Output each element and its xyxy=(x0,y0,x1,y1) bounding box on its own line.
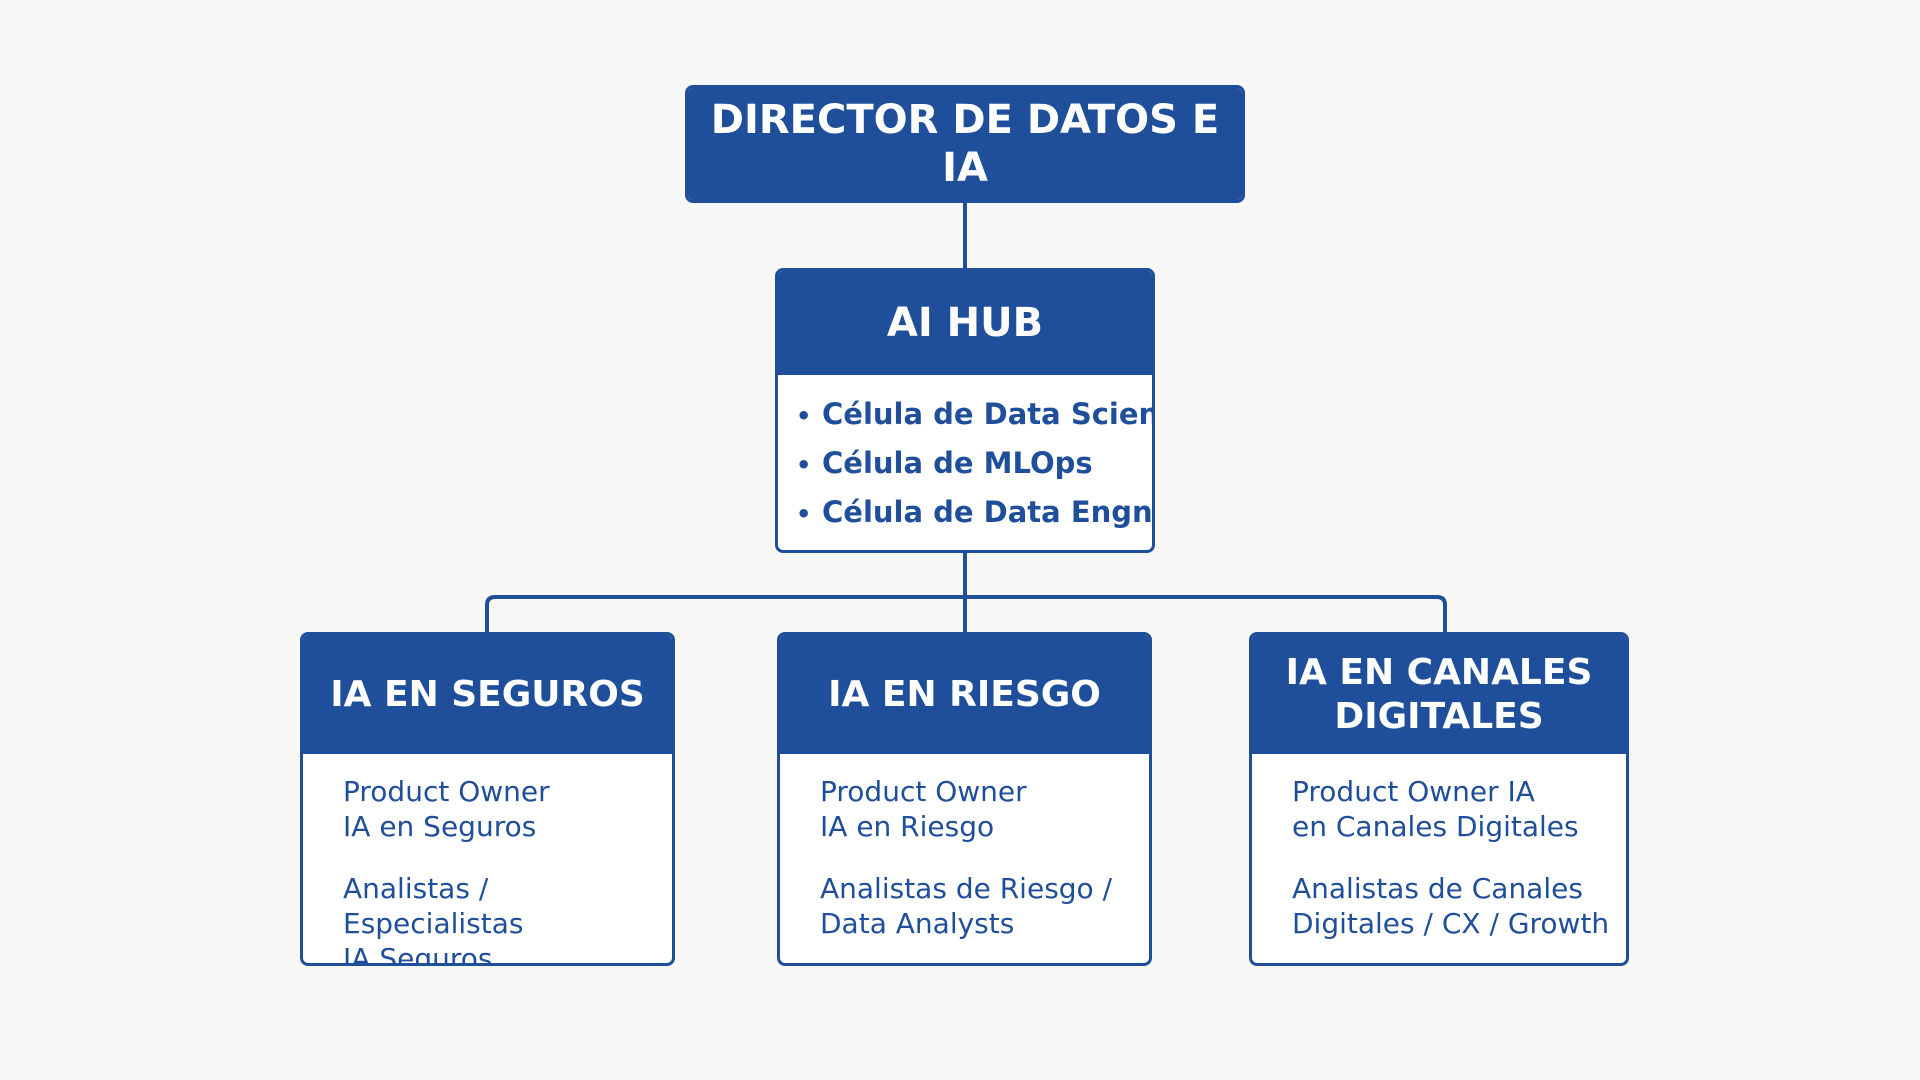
unit-roles-seguros: Product Owner IA en Seguros Analistas / … xyxy=(303,754,672,966)
director-title: DIRECTOR DE DATOS E IA xyxy=(688,88,1242,200)
role-product-owner: Product Owner IA en Seguros xyxy=(343,775,550,843)
ai-hub-cell-item: • Célula de MLOps xyxy=(796,440,1152,489)
role-analysts: Analistas de Canales Digitales / CX / Gr… xyxy=(1292,872,1610,940)
ai-hub-title: AI HUB xyxy=(778,271,1152,375)
ai-hub-cell-label: Célula de Data Science xyxy=(822,397,1152,431)
unit-title-seguros: IA EN SEGUROS xyxy=(303,635,672,754)
bullet-icon: • xyxy=(796,500,812,528)
unit-roles-riesgo: Product Owner IA en Riesgo Analistas de … xyxy=(780,754,1149,941)
unit-box-seguros: IA EN SEGUROS Product Owner IA en Seguro… xyxy=(300,632,675,966)
role-analysts: Analistas / Especialistas IA Seguros xyxy=(343,872,524,966)
ai-hub-cell-label: Célula de MLOps xyxy=(822,446,1093,480)
connector-branch xyxy=(485,595,1447,632)
role-analysts: Analistas de Riesgo / Data Analysts xyxy=(820,872,1113,940)
role-product-owner: Product Owner IA en Canales Digitales xyxy=(1292,775,1579,843)
bullet-icon: • xyxy=(796,451,812,479)
unit-title-canales-digitales: IA EN CANALES DIGITALES xyxy=(1252,635,1626,754)
ai-hub-cell-item: • Célula de Data Science xyxy=(796,391,1152,440)
unit-box-canales-digitales: IA EN CANALES DIGITALES Product Owner IA… xyxy=(1249,632,1629,966)
ai-hub-box: AI HUB • Célula de Data Science • Célula d… xyxy=(775,268,1155,553)
director-box: DIRECTOR DE DATOS E IA xyxy=(685,85,1245,203)
ai-hub-cell-list: • Célula de Data Science • Célula de MLOps… xyxy=(778,375,1152,538)
bullet-icon: • xyxy=(796,402,812,430)
unit-title-riesgo: IA EN RIESGO xyxy=(780,635,1149,754)
ai-hub-cell-label: Célula de Data Engnieer xyxy=(822,495,1153,529)
unit-box-riesgo: IA EN RIESGO Product Owner IA en Riesgo … xyxy=(777,632,1152,966)
unit-roles-canales-digitales: Product Owner IA en Canales Digitales An… xyxy=(1252,754,1626,941)
ai-hub-cell-item: • Célula de Data Engnieer xyxy=(796,489,1152,538)
role-product-owner: Product Owner IA en Riesgo xyxy=(820,775,1027,843)
